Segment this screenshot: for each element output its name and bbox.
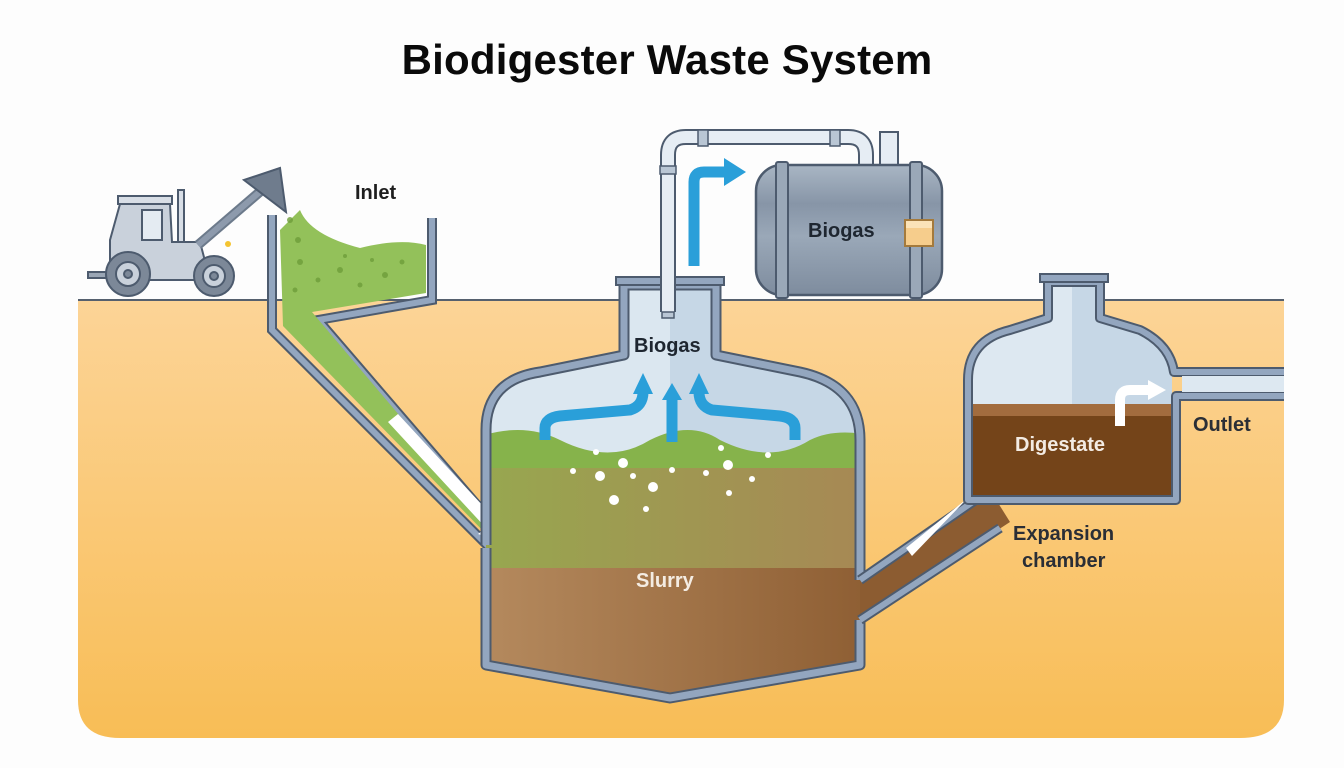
gas-flow-arrow bbox=[688, 166, 726, 266]
biogas-storage-tank bbox=[754, 161, 944, 299]
label-expansion-line1: Expansion bbox=[1013, 523, 1114, 545]
label-digestate: Digestate bbox=[1015, 434, 1105, 456]
label-expansion-line2: chamber bbox=[1022, 550, 1106, 572]
gas-pipe bbox=[659, 129, 899, 319]
label-outlet: Outlet bbox=[1193, 414, 1251, 436]
diagram-title: Biodigester Waste System bbox=[401, 36, 933, 83]
label-slurry: Slurry bbox=[636, 570, 695, 592]
label-biogas-tank: Biogas bbox=[808, 220, 875, 242]
outlet-arrow bbox=[1115, 385, 1150, 426]
label-inlet: Inlet bbox=[355, 182, 396, 204]
label-biogas-dome: Biogas bbox=[634, 335, 701, 357]
biogas-rise-arrows bbox=[539, 391, 801, 442]
tractor-icon bbox=[87, 166, 288, 297]
gas-bubbles bbox=[570, 445, 771, 512]
inlet-feedstock bbox=[287, 217, 405, 293]
outlet-flow-arrow bbox=[906, 462, 1004, 556]
